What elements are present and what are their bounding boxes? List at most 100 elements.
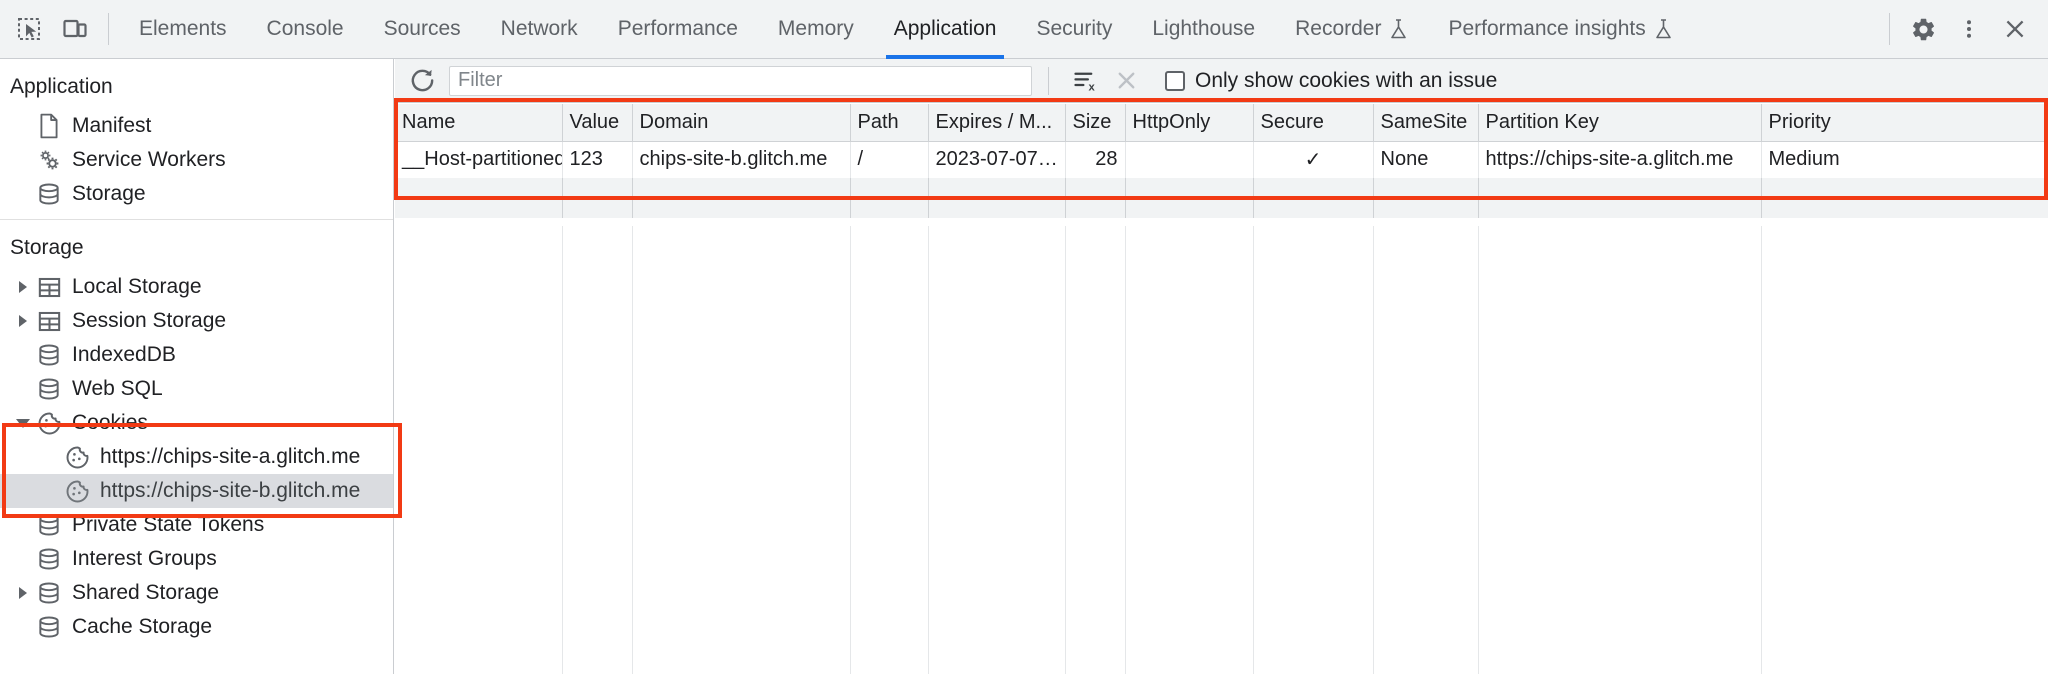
sidebar-item-label: Local Storage xyxy=(72,275,202,298)
sidebar-item-cache-storage[interactable]: Cache Storage xyxy=(0,610,393,644)
tab-network[interactable]: Network xyxy=(481,0,598,59)
tab-performance[interactable]: Performance xyxy=(598,0,758,59)
database-icon xyxy=(34,342,64,368)
cookies-data-grid[interactable]: Name Value Domain Path Expires / M... Si… xyxy=(395,104,2048,674)
sidebar-item-cookies[interactable]: Cookies xyxy=(0,406,393,440)
cookie-icon xyxy=(34,411,64,436)
chevron-down-icon[interactable] xyxy=(12,418,34,428)
tab-elements[interactable]: Elements xyxy=(119,0,247,59)
sidebar-item-cookie-origin-a[interactable]: https://chips-site-a.glitch.me xyxy=(0,440,393,474)
clear-all-cookies-icon[interactable]: x xyxy=(1065,62,1103,100)
filter-input[interactable] xyxy=(449,65,1032,96)
tab-sources[interactable]: Sources xyxy=(364,0,481,59)
only-show-issues-label: Only show cookies with an issue xyxy=(1195,68,1498,92)
chevron-right-icon[interactable] xyxy=(12,315,34,327)
cell-size: 28 xyxy=(1065,141,1126,178)
cell-name: __Host-partitioned-cookie xyxy=(395,141,563,178)
sidebar-item-label: Manifest xyxy=(72,114,152,137)
tab-security[interactable]: Security xyxy=(1016,0,1132,59)
tab-console[interactable]: Console xyxy=(247,0,364,59)
toolbar-divider-right xyxy=(1889,13,1890,45)
chevron-right-icon[interactable] xyxy=(12,281,34,293)
column-header-priority[interactable]: Priority xyxy=(1761,104,2048,142)
chevron-right-icon[interactable] xyxy=(12,587,34,599)
column-header-samesite[interactable]: SameSite xyxy=(1373,104,1479,142)
cell-expires: 2023-07-07… xyxy=(928,141,1066,178)
sidebar-item-indexeddb[interactable]: IndexedDB xyxy=(0,338,393,372)
cell-httponly xyxy=(1125,141,1254,178)
column-header-size[interactable]: Size xyxy=(1065,104,1126,142)
database-icon xyxy=(34,614,64,640)
tab-lighthouse[interactable]: Lighthouse xyxy=(1132,0,1275,59)
tab-label: Console xyxy=(266,17,344,40)
sidebar-item-manifest[interactable]: Manifest xyxy=(0,109,393,143)
tab-recorder[interactable]: Recorder xyxy=(1275,0,1428,59)
sidebar-item-session-storage[interactable]: Session Storage xyxy=(0,304,393,338)
sidebar-section-title-application: Application xyxy=(10,75,113,98)
column-header-domain[interactable]: Domain xyxy=(632,104,851,142)
tab-label: Sources xyxy=(383,17,461,40)
column-header-name[interactable]: Name xyxy=(395,104,563,142)
tab-label: Performance insights xyxy=(1448,17,1646,40)
filter-toolbar-divider xyxy=(1048,66,1049,95)
sidebar-item-storage[interactable]: Storage xyxy=(0,177,393,211)
tab-label: Memory xyxy=(777,17,854,40)
cell-value: 123 xyxy=(562,141,633,178)
sidebar-item-web-sql[interactable]: Web SQL xyxy=(0,372,393,406)
column-header-value[interactable]: Value xyxy=(562,104,633,142)
database-icon xyxy=(34,512,64,538)
more-options-icon[interactable] xyxy=(1946,6,1992,52)
cookie-icon xyxy=(62,445,92,470)
service-workers-gears-icon xyxy=(34,147,64,173)
tab-performance-insights[interactable]: Performance insights xyxy=(1428,0,1692,59)
application-sidebar[interactable]: Application Manifest Service Wor xyxy=(0,59,394,674)
column-header-secure[interactable]: Secure xyxy=(1253,104,1374,142)
sidebar-item-label: Web SQL xyxy=(72,377,163,400)
inspect-element-icon[interactable] xyxy=(6,6,52,52)
manifest-document-icon xyxy=(34,113,64,139)
sidebar-divider xyxy=(0,219,393,220)
sidebar-item-service-workers[interactable]: Service Workers xyxy=(0,143,393,177)
sidebar-item-label: Storage xyxy=(72,182,146,205)
sidebar-item-cookie-origin-b[interactable]: https://chips-site-b.glitch.me xyxy=(0,474,393,508)
tab-application[interactable]: Application xyxy=(874,0,1017,59)
table-filler-row xyxy=(395,178,2048,218)
close-devtools-icon[interactable] xyxy=(1992,6,2038,52)
table-grid-icon xyxy=(34,309,64,334)
cell-domain: chips-site-b.glitch.me xyxy=(632,141,851,178)
cell-samesite: None xyxy=(1373,141,1479,178)
tab-label: Security xyxy=(1036,17,1113,40)
database-icon xyxy=(34,376,64,402)
settings-gear-icon[interactable] xyxy=(1900,6,1946,52)
cell-partition-key: https://chips-site-a.glitch.me xyxy=(1478,141,1762,178)
tab-memory[interactable]: Memory xyxy=(758,0,874,59)
sidebar-item-label: https://chips-site-b.glitch.me xyxy=(100,479,361,502)
sidebar-item-label: Session Storage xyxy=(72,309,227,332)
only-show-issues-checkbox[interactable] xyxy=(1165,70,1185,91)
only-show-issues-checkbox-row[interactable]: Only show cookies with an issue xyxy=(1165,69,1497,93)
tab-label: Application xyxy=(893,17,997,40)
column-header-path[interactable]: Path xyxy=(850,104,929,142)
sidebar-section-title-storage: Storage xyxy=(10,236,84,259)
sidebar-item-interest-groups[interactable]: Interest Groups xyxy=(0,542,393,576)
column-header-httponly[interactable]: HttpOnly xyxy=(1125,104,1254,142)
column-header-expires[interactable]: Expires / M... xyxy=(928,104,1066,142)
cell-secure: ✓ xyxy=(1253,141,1374,178)
sidebar-item-label: Service Workers xyxy=(72,148,226,171)
tab-label: Performance xyxy=(617,17,738,40)
column-header-partition-key[interactable]: Partition Key xyxy=(1478,104,1762,142)
sidebar-item-private-state-tokens[interactable]: Private State Tokens xyxy=(0,508,393,542)
tab-label: Lighthouse xyxy=(1152,17,1256,40)
table-row[interactable]: __Host-partitioned-cookie 123 chips-site… xyxy=(395,141,2048,178)
device-toolbar-icon[interactable] xyxy=(52,6,98,52)
devtools-tab-bar: Elements Console Sources Network Perform… xyxy=(0,0,2048,59)
table-header-row: Name Value Domain Path Expires / M... Si… xyxy=(395,104,2048,142)
delete-selected-cookie-icon[interactable] xyxy=(1107,62,1145,100)
sidebar-item-local-storage[interactable]: Local Storage xyxy=(0,270,393,304)
sidebar-item-label: IndexedDB xyxy=(72,343,176,366)
tab-label: Network xyxy=(500,17,578,40)
cell-path: / xyxy=(850,141,929,178)
svg-text:x: x xyxy=(1088,82,1095,94)
refresh-icon[interactable] xyxy=(403,62,441,100)
sidebar-item-shared-storage[interactable]: Shared Storage xyxy=(0,576,393,610)
